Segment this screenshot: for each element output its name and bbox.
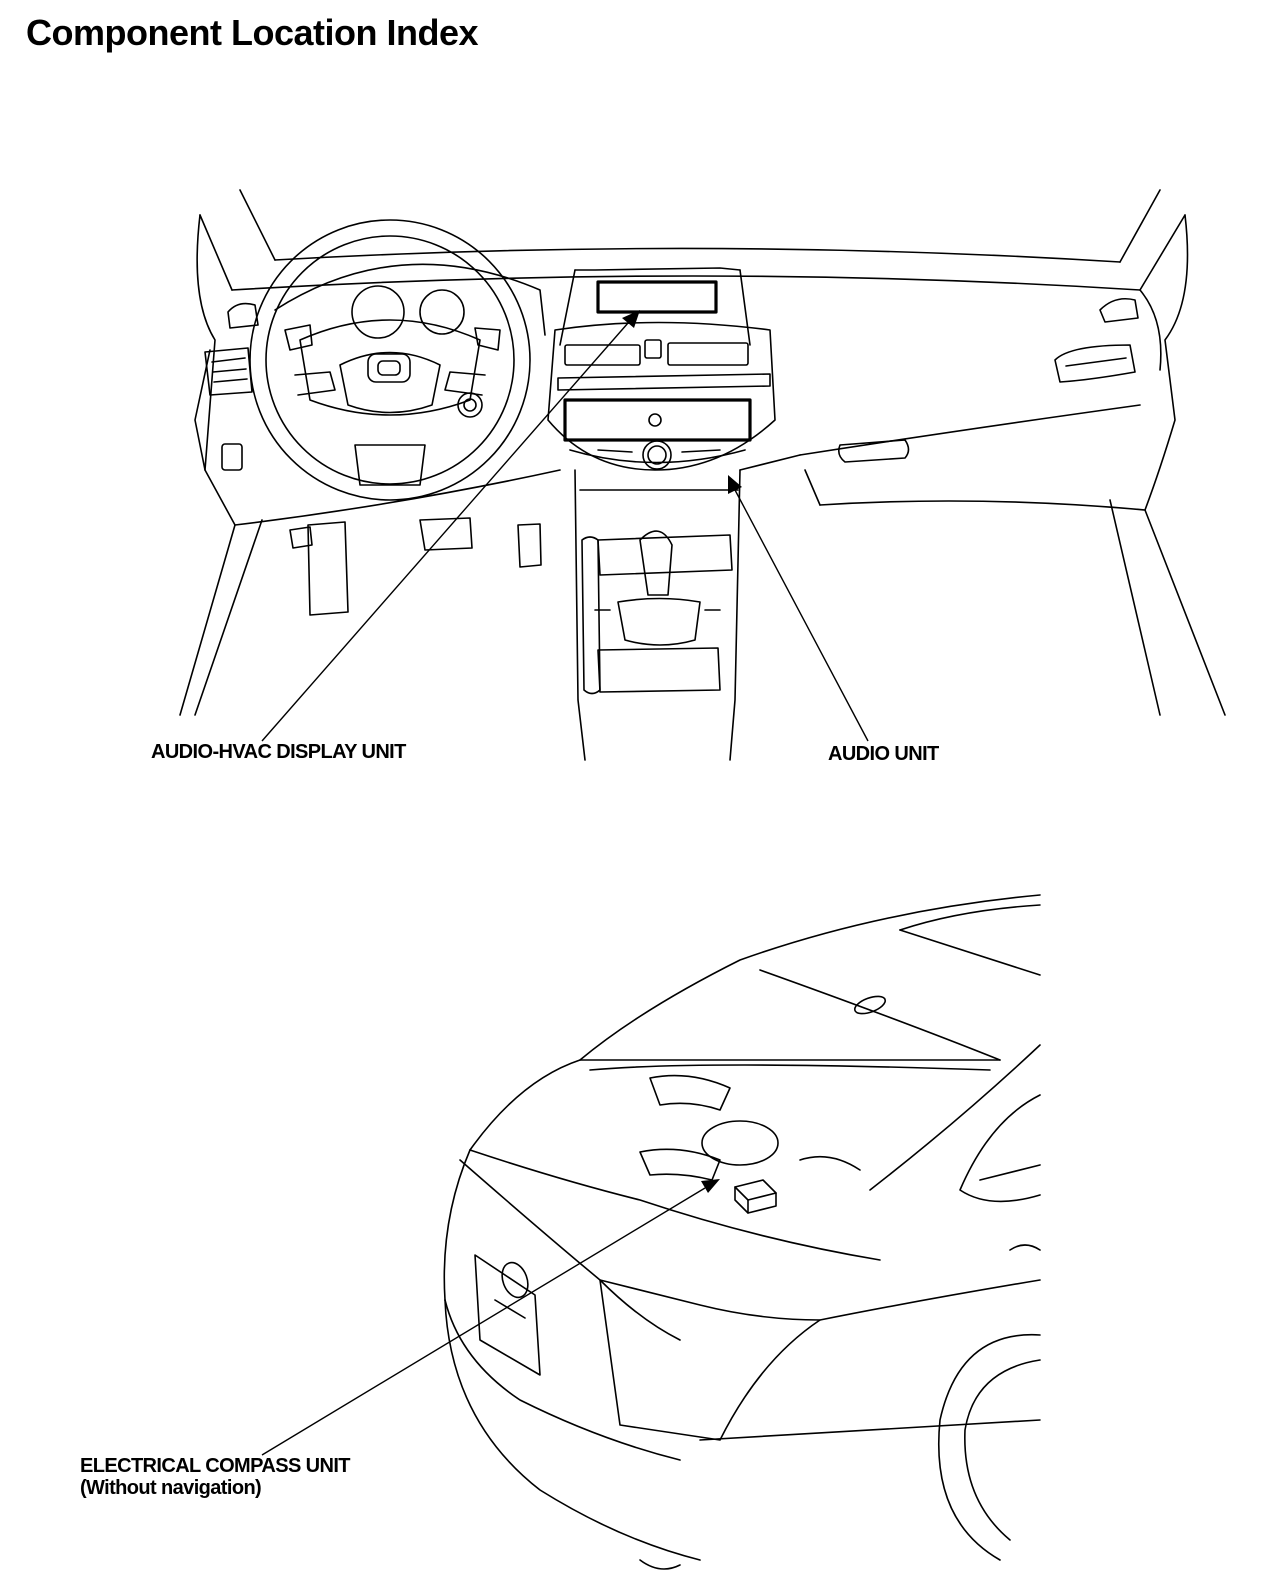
dashboard-illustration bbox=[179, 189, 1226, 761]
electrical-compass-unit-note: (Without navigation) bbox=[80, 1477, 262, 1499]
audio-unit-label: AUDIO UNIT bbox=[828, 743, 939, 765]
electrical-compass-unit-name: ELECTRICAL COMPASS UNIT bbox=[80, 1455, 351, 1477]
audio-hvac-display-unit-label: AUDIO-HVAC DISPLAY UNIT bbox=[151, 741, 406, 763]
electrical-compass-unit-label: ELECTRICAL COMPASS UNIT (Without navigat… bbox=[80, 1455, 351, 1499]
page-title: Component Location Index bbox=[26, 12, 479, 53]
